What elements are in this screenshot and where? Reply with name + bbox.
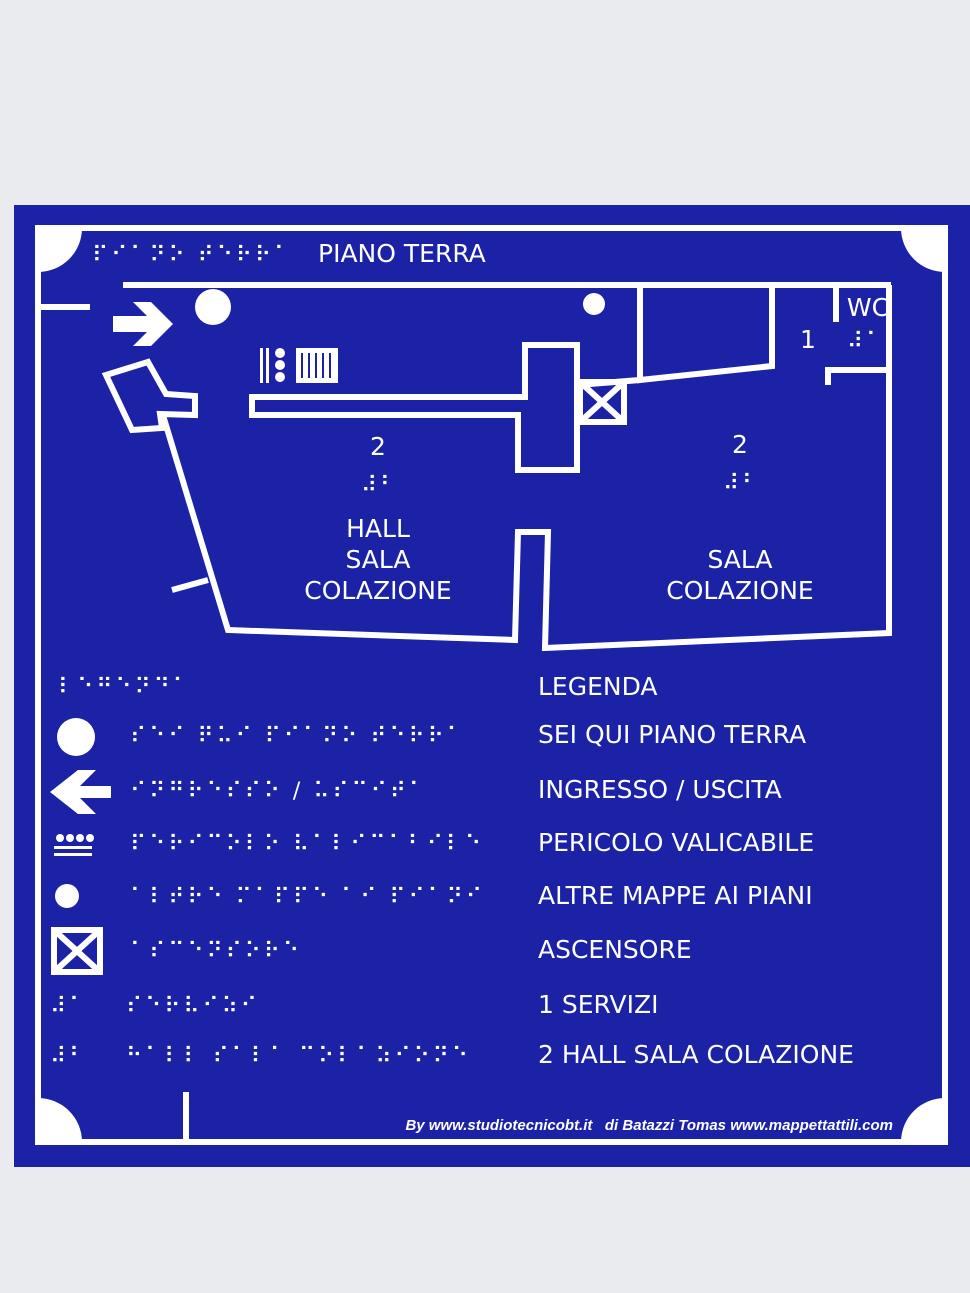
room-left-labels: 2 ⠼⠃ HALL SALA COLAZIONE [304, 432, 451, 605]
room-left-number-braille: ⠼⠃ [361, 473, 399, 498]
wc-label: WC [847, 293, 889, 322]
wc-number-braille: ⠼⠁ [847, 329, 885, 354]
corner-top-right [901, 228, 945, 272]
wc-number: 1 [800, 325, 816, 354]
legend-braille: ⠓⠁⠇⠇ ⠎⠁⠇⠁ ⠉⠕⠇⠁⠵⠊⠕⠝⠑ [126, 1044, 471, 1069]
corner-markers [38, 228, 945, 1142]
room-right-line: SALA [707, 545, 772, 574]
room-right-line: COLAZIONE [666, 576, 813, 605]
legend-item: ⠁⠇⠞⠗⠑ ⠍⠁⠏⠏⠑ ⠁⠊ ⠏⠊⠁⠝⠊ ALTRE MAPPE AI PIAN… [130, 881, 813, 910]
legend-label: INGRESSO / USCITA [538, 775, 782, 804]
footer-credit: By www.studiotecnicobt.it di Batazzi Tom… [405, 1117, 893, 1134]
you-are-here-icon [195, 289, 231, 325]
room-right-number-braille: ⠼⠃ [723, 471, 761, 496]
entrance-vestibule [101, 358, 198, 434]
entrance-arrow-icon [113, 302, 173, 346]
room-service [637, 285, 775, 384]
wall-wc-bottom [825, 367, 889, 385]
circle-large-icon [57, 718, 95, 756]
legend-braille: ⠁⠇⠞⠗⠑ ⠍⠁⠏⠏⠑ ⠁⠊ ⠏⠊⠁⠝⠊ [130, 885, 485, 910]
room-left-line: HALL [346, 514, 410, 543]
legend-label: 2 HALL SALA COLAZIONE [538, 1040, 854, 1069]
hazard-icon [54, 834, 94, 856]
room-left-line: COLAZIONE [304, 576, 451, 605]
legend-braille: ⠎⠑⠊ ⠟⠥⠊ ⠏⠊⠁⠝⠕ ⠞⠑⠗⠗⠁ [130, 724, 466, 749]
legend-item: ⠓⠁⠇⠇ ⠎⠁⠇⠁ ⠉⠕⠇⠁⠵⠊⠕⠝⠑ 2 HALL SALA COLAZION… [126, 1040, 854, 1069]
elevator-icon [51, 927, 103, 975]
outer-walls [159, 285, 892, 652]
circle-small-icon [55, 884, 79, 908]
corner-bottom-right [901, 1098, 945, 1142]
legend-item: ⠁⠎⠉⠑⠝⠎⠕⠗⠑ ASCENSORE [130, 935, 692, 964]
legend-braille: ⠏⠑⠗⠊⠉⠕⠇⠕ ⠧⠁⠇⠊⠉⠁⠃⠊⠇⠑ [130, 832, 484, 857]
legend-label: ASCENSORE [538, 935, 692, 964]
corridor [249, 342, 580, 473]
floor-plan [40, 282, 892, 652]
legend-label: SEI QUI PIANO TERRA [538, 720, 806, 749]
braille-2-icon: ⠼⠃ [50, 1044, 88, 1069]
other-maps-icon [583, 293, 605, 315]
arrow-left-icon [50, 770, 111, 814]
room-right-number: 2 [732, 430, 748, 459]
sign-border [35, 225, 948, 1145]
legend-label: PERICOLO VALICABILE [538, 828, 814, 857]
legend-braille: ⠁⠎⠉⠑⠝⠎⠕⠗⠑ [130, 939, 302, 964]
wall-stub [171, 577, 209, 593]
corner-top-left [38, 228, 82, 272]
legend-label: 1 SERVIZI [538, 990, 659, 1019]
legend-braille: ⠊⠝⠛⠗⠑⠎⠎⠕ / ⠥⠎⠉⠊⠞⠁ [130, 779, 428, 804]
page-title: PIANO TERRA [318, 239, 486, 268]
legend-title: LEGENDA [538, 672, 658, 701]
room-left-line: SALA [345, 545, 410, 574]
legend-label: ALTRE MAPPE AI PIANI [538, 881, 813, 910]
legend-item: ⠎⠑⠊ ⠟⠥⠊ ⠏⠊⠁⠝⠕ ⠞⠑⠗⠗⠁ SEI QUI PIANO TERRA [130, 720, 806, 749]
wall-segment [576, 377, 641, 388]
title-braille: ⠏⠊⠁⠝⠕ ⠞⠑⠗⠗⠁ [92, 243, 293, 268]
legend-item: ⠎⠑⠗⠧⠊⠵⠊ 1 SERVIZI [126, 990, 659, 1019]
legend: ⠇⠑⠛⠑⠝⠙⠁ LEGENDA ⠼⠁ ⠼⠃ ⠎⠑⠊ ⠟⠥⠊ ⠏⠊⠁⠝⠕ ⠞⠑⠗⠗… [50, 672, 854, 1069]
legend-item: ⠊⠝⠛⠗⠑⠎⠎⠕ / ⠥⠎⠉⠊⠞⠁ INGRESSO / USCITA [130, 775, 782, 804]
corner-bottom-left [38, 1098, 82, 1142]
hazard-stairs-icon [260, 348, 338, 383]
legend-braille: ⠎⠑⠗⠧⠊⠵⠊ [126, 994, 260, 1019]
room-right-labels: 2 ⠼⠃ SALA COLAZIONE [666, 430, 813, 605]
legend-item: ⠏⠑⠗⠊⠉⠕⠇⠕ ⠧⠁⠇⠊⠉⠁⠃⠊⠇⠑ PERICOLO VALICABILE [130, 828, 814, 857]
braille-1-icon: ⠼⠁ [50, 994, 88, 1019]
legend-title-braille: ⠇⠑⠛⠑⠝⠙⠁ [58, 675, 192, 700]
sign-plate [14, 205, 970, 1167]
room-left-number: 2 [370, 432, 386, 461]
